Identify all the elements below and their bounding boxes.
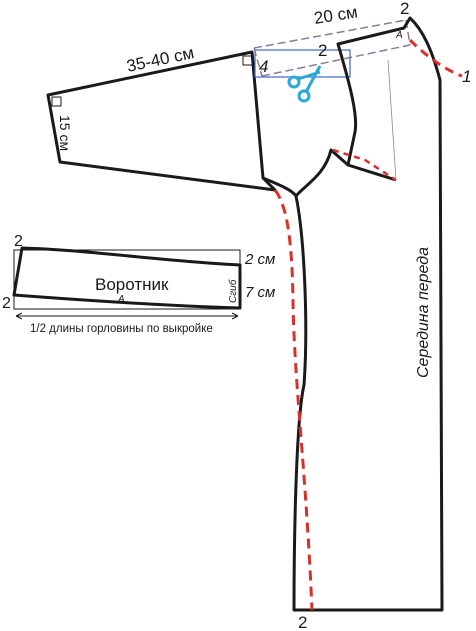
collar-width-arrow: [15, 312, 239, 320]
shoulder-right-angle-mark: [242, 55, 253, 66]
point-2-inner: 2: [318, 41, 327, 60]
point-a-shoulder: A: [395, 30, 403, 41]
armhole-curve: [262, 176, 298, 197]
dart-dashed: [332, 148, 397, 182]
sleeve-outline: [46, 50, 277, 192]
shoulder-ext-label: 20 см: [313, 2, 359, 28]
blue-guide-rect: [254, 49, 351, 78]
dart-lines: [347, 163, 397, 182]
collar-right-top-label: 2 см: [244, 251, 275, 268]
purple-dashed-guide: [253, 19, 411, 77]
hem-point-label: 2: [298, 613, 307, 631]
collar-point-2-bottom: 2: [2, 295, 11, 312]
dart-guide-line: [387, 59, 397, 181]
point-2-top: 2: [400, 0, 409, 18]
collar-outline: [12, 246, 242, 310]
scissors-icon: [287, 65, 322, 103]
collar-point-2-top: 2: [14, 233, 23, 250]
collar-title: Воротник: [95, 275, 169, 294]
red-dashed-side-seam: [273, 189, 314, 611]
red-dashed-neckline: [408, 38, 463, 78]
center-front-label: Середина переда: [415, 247, 432, 378]
point-4: 4: [259, 57, 268, 76]
collar-right-bottom-label: 7 см: [245, 284, 275, 301]
point-1: 1: [462, 67, 471, 86]
collar-point-a: A: [117, 294, 125, 305]
collar-width-note: 1/2 длины горловины по выкройке: [30, 323, 213, 335]
sleeve-right-angle-mark: [51, 96, 62, 107]
cuff-width-label: 15 см: [57, 115, 73, 151]
collar-fold-mark: Сгиб: [227, 279, 239, 303]
bodice-outline: [292, 16, 444, 612]
